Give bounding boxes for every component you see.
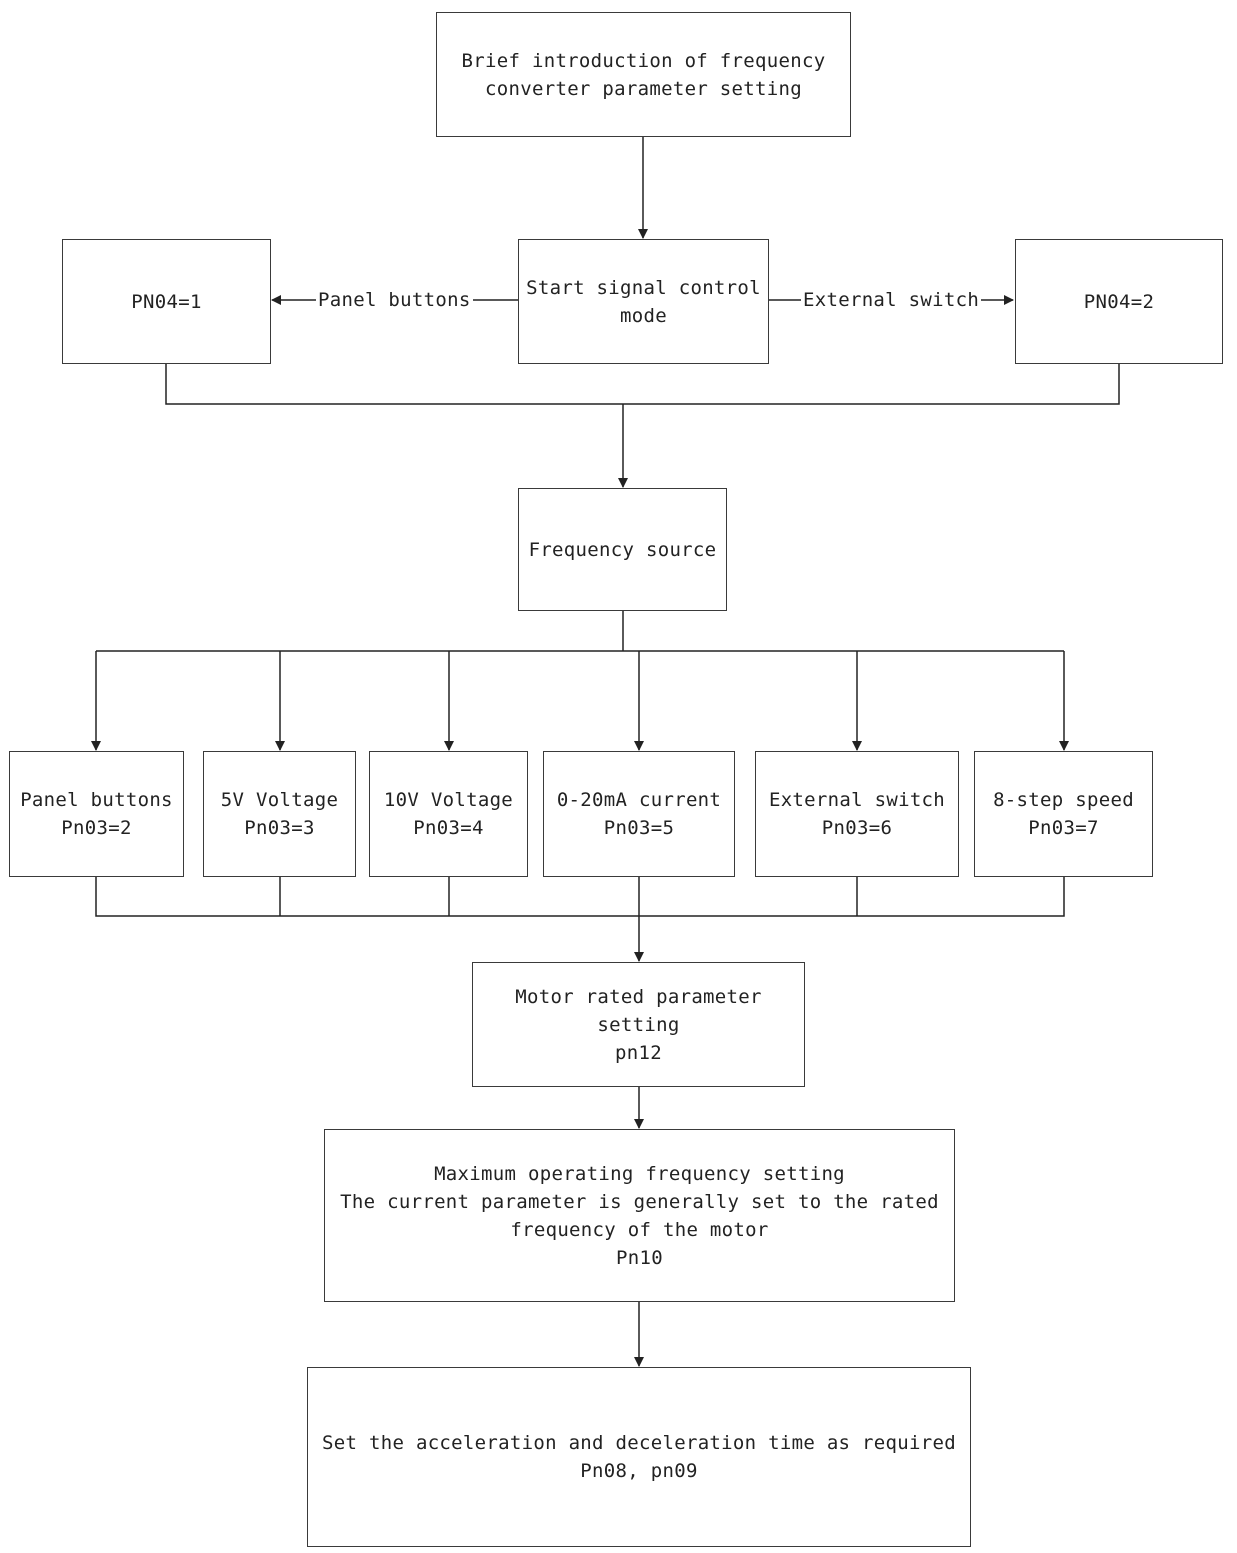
src-panel-line-2: Pn03=2 bbox=[61, 817, 132, 839]
title-line-2: converter parameter setting bbox=[485, 77, 802, 100]
edge-label-panel-buttons: Panel buttons bbox=[316, 288, 473, 312]
src-5v-voltage-box: 5V Voltage Pn03=3 bbox=[203, 751, 356, 877]
start-mode-line-2: mode bbox=[620, 304, 667, 327]
edge-label-external-switch: External switch bbox=[801, 288, 982, 312]
src-external-line-1: External switch bbox=[768, 789, 946, 811]
src-external-line-2: Pn03=6 bbox=[821, 817, 893, 839]
src-current-box: 0-20mA current Pn03=5 bbox=[543, 751, 735, 877]
max-freq-line-1: Maximum operating frequency setting bbox=[434, 1162, 845, 1185]
merge-line-sources bbox=[95, 877, 1065, 917]
src-panel-buttons-box: Panel buttons Pn03=2 bbox=[9, 751, 184, 877]
src-5v-line-2: Pn03=3 bbox=[244, 817, 315, 839]
src-external-switch-box: External switch Pn03=6 bbox=[755, 751, 959, 877]
max-freq-line-2: The current parameter is generally set t… bbox=[340, 1190, 939, 1213]
src-8step-line-2: Pn03=7 bbox=[1028, 817, 1099, 839]
src-panel-line-1: Panel buttons bbox=[20, 789, 173, 811]
motor-rated-line-2: setting bbox=[597, 1013, 680, 1036]
max-freq-line-3: frequency of the motor bbox=[510, 1218, 769, 1241]
merge-line-pn04 bbox=[165, 364, 1120, 405]
src-current-line-1: 0-20mA current bbox=[556, 789, 722, 811]
motor-rated-line-1: Motor rated parameter bbox=[515, 985, 762, 1008]
accel-decel-line-2: Pn08, pn09 bbox=[580, 1460, 698, 1482]
title-line-1: Brief introduction of frequency bbox=[461, 49, 826, 72]
src-8step-speed-box: 8-step speed Pn03=7 bbox=[974, 751, 1153, 877]
accel-decel-line-1: Set the acceleration and deceleration ti… bbox=[322, 1432, 956, 1454]
src-10v-line-1: 10V Voltage bbox=[383, 789, 514, 811]
src-10v-line-2: Pn03=4 bbox=[413, 817, 484, 839]
max-freq-line-4: Pn10 bbox=[616, 1246, 663, 1269]
pn04-2-box: PN04=2 bbox=[1015, 239, 1223, 364]
start-signal-mode-box: Start signal control mode bbox=[518, 239, 769, 364]
pn04-1-box: PN04=1 bbox=[62, 239, 271, 364]
accel-decel-time-box: Set the acceleration and deceleration ti… bbox=[307, 1367, 971, 1547]
src-10v-voltage-box: 10V Voltage Pn03=4 bbox=[369, 751, 528, 877]
motor-rated-parameter-box: Motor rated parameter setting pn12 bbox=[472, 962, 805, 1087]
start-mode-line-1: Start signal control bbox=[526, 276, 761, 299]
pn04-1-label: PN04=1 bbox=[131, 290, 202, 313]
src-5v-line-1: 5V Voltage bbox=[220, 789, 339, 811]
max-operating-frequency-box: Maximum operating frequency setting The … bbox=[324, 1129, 955, 1302]
frequency-source-box: Frequency source bbox=[518, 488, 727, 611]
motor-rated-line-3: pn12 bbox=[615, 1041, 662, 1064]
pn04-2-label: PN04=2 bbox=[1083, 290, 1155, 313]
frequency-source-label: Frequency source bbox=[528, 538, 717, 561]
src-8step-line-1: 8-step speed bbox=[993, 789, 1134, 811]
src-current-line-2: Pn03=5 bbox=[603, 817, 675, 839]
title-box: Brief introduction of frequency converte… bbox=[436, 12, 851, 137]
